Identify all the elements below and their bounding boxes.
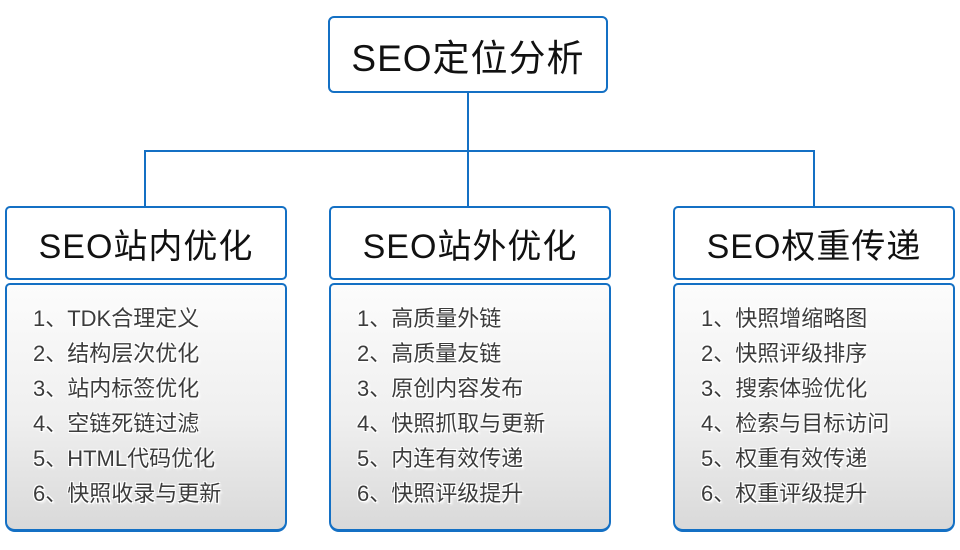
list-item: 5、权重有效传递 bbox=[701, 446, 868, 471]
list-item: 1、快照增缩略图 bbox=[701, 306, 868, 331]
connector-root-stem bbox=[467, 93, 469, 152]
branch-item-list: 1、高质量外链 2、高质量友链 3、原创内容发布 4、快照抓取与更新 5、内连有… bbox=[329, 283, 611, 532]
connector-drop-left bbox=[144, 150, 146, 207]
branch-title: SEO站内优化 bbox=[38, 227, 254, 266]
branch-title-box: SEO站外优化 bbox=[329, 206, 611, 280]
list-item: 2、结构层次优化 bbox=[33, 341, 200, 366]
root-node: SEO定位分析 bbox=[328, 16, 608, 93]
list-item: 5、内连有效传递 bbox=[357, 446, 524, 471]
branch-title: SEO权重传递 bbox=[706, 227, 922, 266]
list-item: 4、检索与目标访问 bbox=[701, 411, 890, 436]
connector-drop-right bbox=[813, 150, 815, 207]
branch-title-box: SEO站内优化 bbox=[5, 206, 287, 280]
list-item: 2、高质量友链 bbox=[357, 341, 502, 366]
branch-title-box: SEO权重传递 bbox=[673, 206, 955, 280]
list-item: 4、快照抓取与更新 bbox=[357, 411, 546, 436]
list-item: 6、快照收录与更新 bbox=[33, 481, 222, 506]
list-item: 3、站内标签优化 bbox=[33, 376, 200, 401]
list-item: 6、快照评级提升 bbox=[357, 481, 524, 506]
list-item: 3、原创内容发布 bbox=[357, 376, 524, 401]
branch-item-list: 1、快照增缩略图 2、快照评级排序 3、搜索体验优化 4、检索与目标访问 5、权… bbox=[673, 283, 955, 532]
list-item: 5、HTML代码优化 bbox=[33, 446, 216, 471]
branch-title: SEO站外优化 bbox=[362, 227, 578, 266]
list-item: 1、高质量外链 bbox=[357, 306, 502, 331]
list-item: 6、权重评级提升 bbox=[701, 481, 868, 506]
connector-cross-bar bbox=[144, 150, 815, 152]
root-title: SEO定位分析 bbox=[351, 37, 585, 79]
branch-item-list: 1、TDK合理定义 2、结构层次优化 3、站内标签优化 4、空链死链过滤 5、H… bbox=[5, 283, 287, 532]
list-item: 2、快照评级排序 bbox=[701, 341, 868, 366]
list-item: 4、空链死链过滤 bbox=[33, 411, 200, 436]
list-item: 1、TDK合理定义 bbox=[33, 306, 200, 331]
list-item: 3、搜索体验优化 bbox=[701, 376, 868, 401]
connector-drop-center bbox=[467, 150, 469, 207]
